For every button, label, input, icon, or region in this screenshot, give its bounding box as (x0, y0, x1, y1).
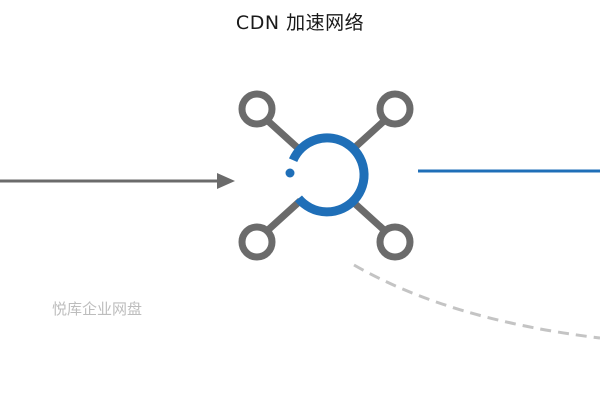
hub-dot (285, 168, 295, 178)
watermark-text: 悦库企业网盘 (52, 300, 143, 318)
diagram-title: CDN 加速网络 (235, 12, 365, 34)
spoke-top-right (348, 117, 388, 154)
spoke-top-left (264, 117, 304, 154)
node-top-left (238, 90, 276, 128)
node-top-right (376, 90, 414, 128)
spoke-bottom-left (264, 197, 304, 234)
spoke-bottom-right (348, 197, 388, 234)
hub-ring (288, 133, 369, 217)
incoming-arrow-head (217, 173, 235, 189)
node-bottom-right (376, 223, 414, 261)
node-bottom-left (238, 223, 276, 261)
incoming-arrow (0, 173, 235, 189)
cdn-hub-icon (238, 90, 414, 261)
dashed-curve (353, 263, 600, 340)
hub-ring-fill (290, 138, 364, 212)
